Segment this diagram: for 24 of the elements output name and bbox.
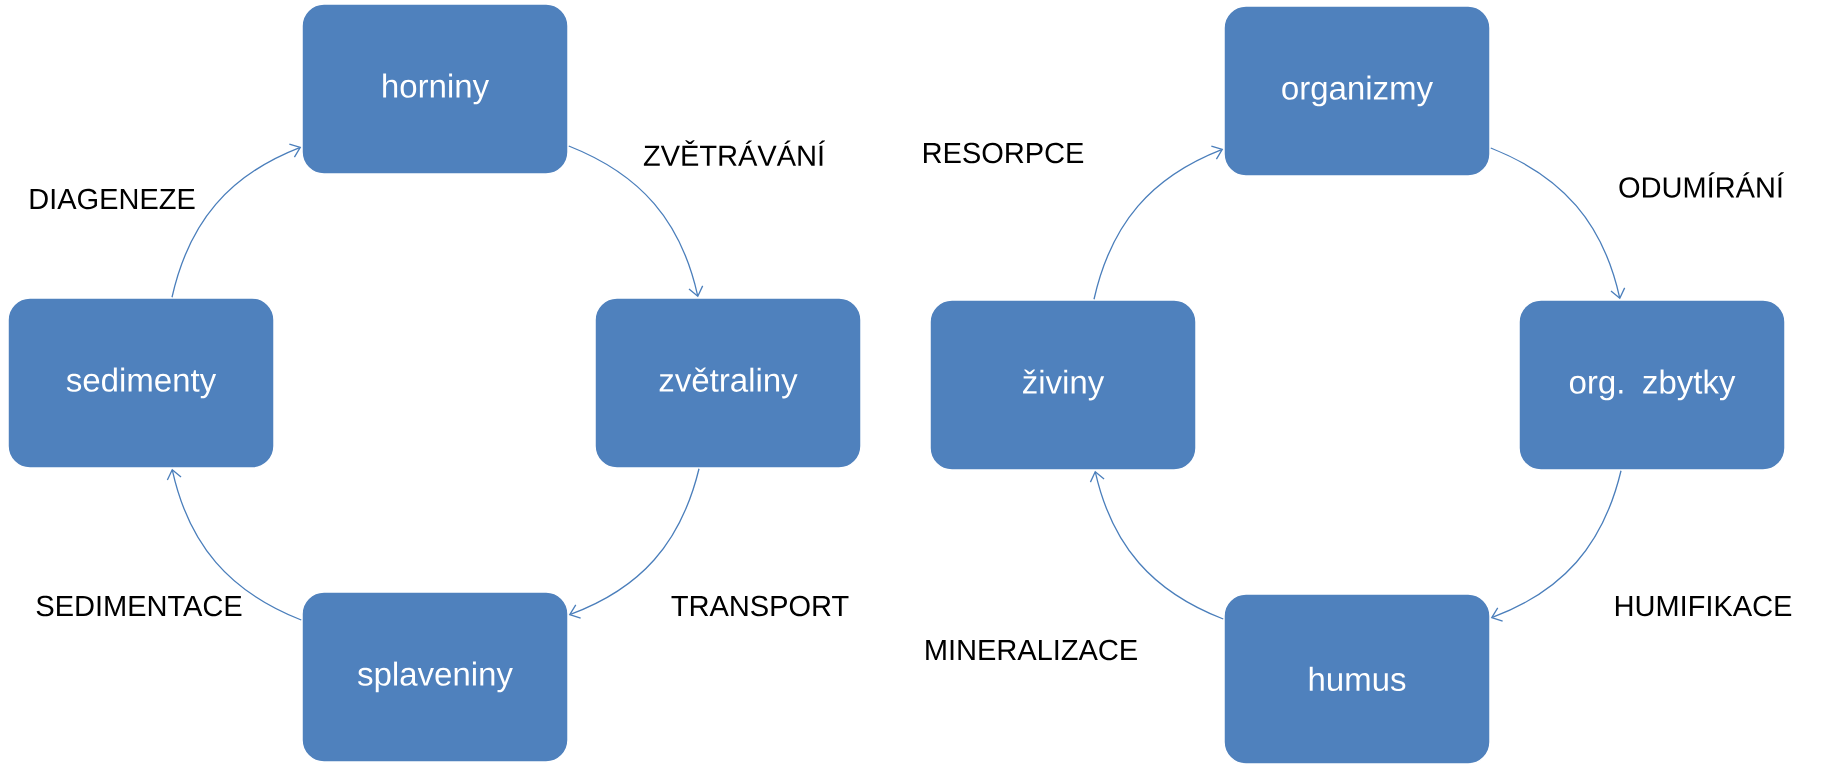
arrow: [171, 143, 302, 298]
arrow: [1490, 470, 1622, 622]
arrow: [568, 145, 704, 298]
edge-label: ZVĚTRÁVÁNÍ: [643, 140, 825, 166]
edge-label: SEDIMENTACE: [36, 595, 242, 617]
arrow: [166, 468, 302, 621]
process-box: splaveniny: [301, 591, 569, 763]
edge-label: ODUMÍRÁNÍ: [1619, 172, 1784, 198]
process-box: horniny: [301, 3, 569, 175]
process-box: organizmy: [1223, 5, 1491, 177]
arrow: [1089, 470, 1224, 620]
edge-label: RESORPCE: [924, 142, 1084, 164]
process-box: sedimenty: [7, 297, 275, 469]
arrow: [568, 468, 700, 619]
arrow: [1093, 145, 1224, 300]
edge-label: DIAGENEZE: [30, 188, 195, 210]
process-box: živiny: [929, 299, 1197, 471]
process-box: humus: [1223, 593, 1491, 765]
edge-label: MINERALIZACE: [926, 639, 1137, 661]
arrow: [1490, 147, 1626, 300]
process-box: zvětraliny: [594, 297, 862, 469]
edge-label: HUMIFIKACE: [1615, 595, 1792, 617]
edge-label: TRANSPORT: [671, 595, 849, 617]
process-box: org. zbytky: [1518, 299, 1786, 471]
